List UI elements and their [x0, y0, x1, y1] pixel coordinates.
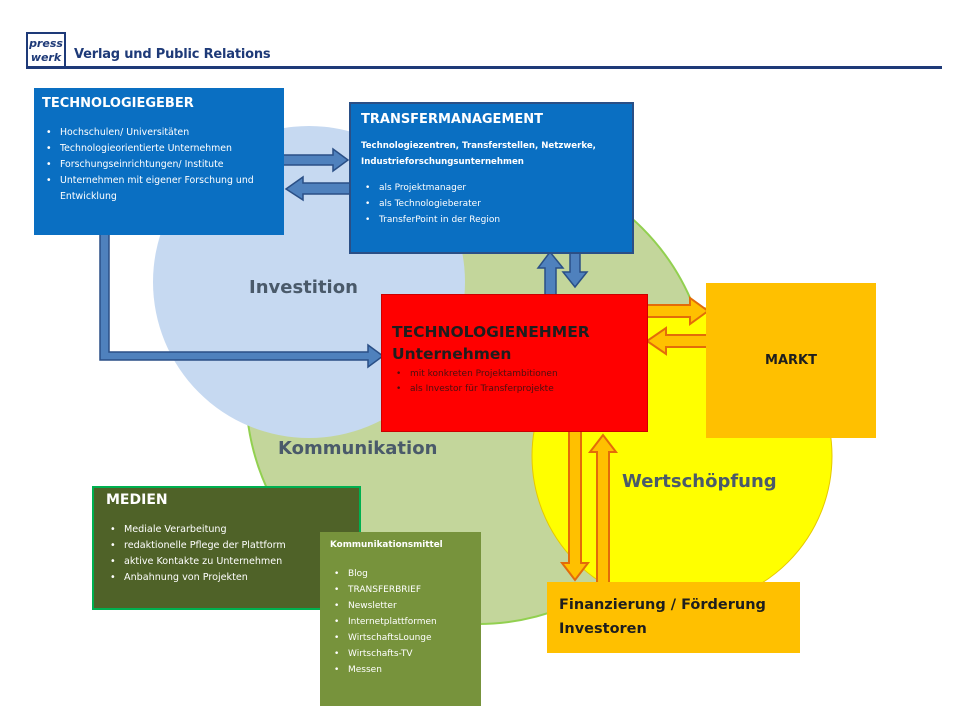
arrow-tn-to-fin [559, 419, 591, 582]
medien-box: MEDIEN Mediale Verarbeitung redaktionell… [92, 486, 361, 610]
technologienehmer-box: TECHNOLOGIENEHMER Unternehmen mit konkre… [381, 294, 648, 432]
wertschoepfung-label: Wertschöpfung [622, 471, 777, 492]
technologienehmer-list: mit konkreten Projektambitionen als Inve… [392, 367, 637, 397]
list-item: TRANSFERBRIEF [330, 582, 471, 598]
list-item: Wirtschafts-TV [330, 646, 471, 662]
header-divider [26, 66, 942, 69]
list-item: Unternehmen mit eigener Forschung und En… [42, 173, 276, 205]
arrow-fin-to-tn [587, 433, 619, 585]
medien-list: Mediale Verarbeitung redaktionelle Pfleg… [106, 522, 347, 586]
brand-name: Verlag und Public Relations [74, 47, 271, 62]
kommunikationsmittel-list: Blog TRANSFERBRIEF Newsletter Internetpl… [330, 566, 471, 678]
transfermanagement-list: als Projektmanager als Technologieberate… [361, 180, 622, 228]
kommunikationsmittel-box: Kommunikationsmittel Blog TRANSFERBRIEF … [320, 532, 481, 706]
svg-text:werk: werk [31, 51, 62, 64]
technologienehmer-subtitle: Unternehmen [392, 345, 512, 363]
list-item: TransferPoint in der Region [361, 212, 622, 228]
svg-text:press: press [28, 37, 63, 50]
technologiegeber-title: TECHNOLOGIEGEBER [42, 96, 194, 111]
list-item: Messen [330, 662, 471, 678]
finanzierung-title: Finanzierung / Förderung [559, 597, 766, 613]
technologienehmer-title: TECHNOLOGIENEHMER [392, 323, 590, 341]
list-item: aktive Kontakte zu Unternehmen [106, 554, 347, 570]
arrow-tg-to-tn [99, 219, 385, 369]
transfermanagement-box: TRANSFERMANAGEMENT Technologiezentren, T… [349, 102, 634, 254]
investition-label: Investition [249, 277, 358, 298]
transfermanagement-subtitle: Technologiezentren, Transferstellen, Net… [361, 141, 596, 167]
markt-title: MARKT [765, 353, 817, 368]
finanzierung-box: Finanzierung / Förderung Investoren [547, 582, 800, 653]
list-item: Hochschulen/ Universitäten [42, 125, 276, 141]
list-item: Forschungseinrichtungen/ Institute [42, 157, 276, 173]
list-item: Technologieorientierte Unternehmen [42, 141, 276, 157]
arrow-tm-to-tg [284, 175, 358, 202]
list-item: WirtschaftsLounge [330, 630, 471, 646]
arrow-tg-to-tm [277, 147, 350, 173]
list-item: Mediale Verarbeitung [106, 522, 347, 538]
medien-title: MEDIEN [106, 492, 168, 508]
kommunikationsmittel-title: Kommunikationsmittel [330, 540, 443, 550]
list-item: als Technologieberater [361, 196, 622, 212]
list-item: Newsletter [330, 598, 471, 614]
list-item: redaktionelle Pflege der Plattform [106, 538, 347, 554]
technologiegeber-box: TECHNOLOGIEGEBER Hochschulen/ Universitä… [34, 88, 284, 235]
list-item: als Projektmanager [361, 180, 622, 196]
list-item: mit konkreten Projektambitionen [392, 367, 637, 382]
press-werk-logo: press werk [26, 32, 66, 68]
kommunikation-label: Kommunikation [278, 438, 438, 459]
markt-box: MARKT [706, 283, 876, 438]
list-item: Internetplattformen [330, 614, 471, 630]
list-item: Anbahnung von Projekten [106, 570, 347, 586]
list-item: Blog [330, 566, 471, 582]
technologiegeber-list: Hochschulen/ Universitäten Technologieor… [42, 125, 276, 205]
transfermanagement-title: TRANSFERMANAGEMENT [361, 112, 544, 127]
finanzierung-subtitle: Investoren [559, 621, 647, 637]
list-item: als Investor für Transferprojekte [392, 382, 637, 397]
